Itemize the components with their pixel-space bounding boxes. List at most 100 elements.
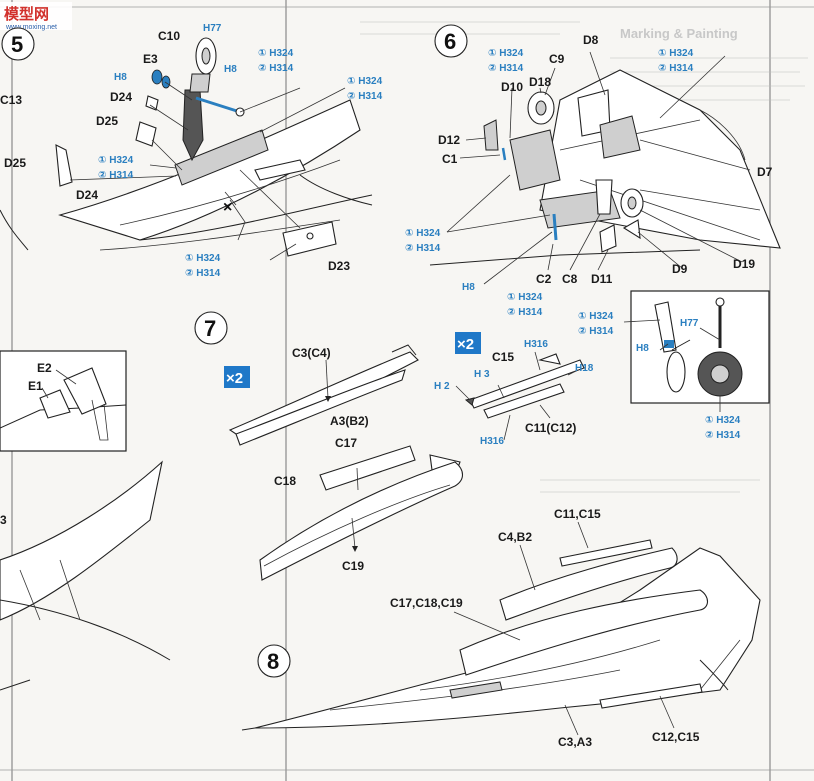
leader-line <box>547 243 554 271</box>
fuselage-edge <box>99 219 341 251</box>
leader-line <box>659 55 726 119</box>
leader-line <box>69 175 177 181</box>
leader-line <box>519 544 536 591</box>
part-d9b <box>622 219 641 240</box>
step-6-circle <box>434 24 468 58</box>
leader-line <box>503 414 511 441</box>
cockpit-inset: E2 E1 <box>0 350 127 452</box>
leader-line <box>567 369 579 376</box>
leader-line <box>455 385 471 401</box>
step-6-number: 6 <box>444 29 456 54</box>
door-d7 <box>599 115 641 159</box>
arrow-head <box>325 396 331 402</box>
store-missile-c12 <box>599 683 703 709</box>
panel-line <box>639 189 761 211</box>
part-e2 <box>63 367 107 415</box>
leader-line <box>239 87 301 113</box>
leader-line <box>497 384 505 399</box>
drag-link <box>195 96 241 114</box>
label-a3-b2: A3(B2) <box>330 414 369 428</box>
paint-1-h324-b: ① H324 <box>347 76 383 87</box>
paint6-2-h314-b: ② H314 <box>658 63 694 74</box>
label-d24: D24 <box>110 90 132 104</box>
label-d7: D7 <box>757 165 773 179</box>
leader-line <box>699 327 721 341</box>
wheel-hub <box>535 100 547 116</box>
label-c11-c15: C11,C15 <box>554 507 601 521</box>
label-c8: C8 <box>562 272 578 286</box>
paint7-h18: H18 <box>575 363 594 374</box>
paint6-1-h324-c: ① H324 <box>405 228 441 239</box>
strut-c2 <box>552 213 558 241</box>
leader-line <box>569 213 601 271</box>
paint6-1-h324: ① H324 <box>488 48 524 59</box>
step-5-number: 5 <box>11 32 23 57</box>
fuselage-fragment <box>0 599 171 661</box>
leader-line <box>577 521 589 549</box>
label-c3-a3: C3,A3 <box>558 735 592 749</box>
paint6-1-h324-d: ① H324 <box>507 292 543 303</box>
label-c3-c4: C3(C4) <box>292 346 331 360</box>
missile-tip <box>464 397 475 406</box>
gear-bay <box>174 129 269 186</box>
label-c13: C13 <box>0 93 22 107</box>
multiplier-text-b: ×2 <box>457 336 474 353</box>
leader-line <box>544 67 556 96</box>
wing-edge <box>299 174 373 206</box>
leader-line <box>539 404 551 419</box>
label-c19: C19 <box>342 559 364 573</box>
detail-frame <box>630 290 770 404</box>
leader-line <box>151 139 183 171</box>
missile-fin <box>538 353 561 365</box>
label-c11-c12: C11(C12) <box>525 421 576 435</box>
panel-line <box>419 639 661 691</box>
leader-line <box>446 214 551 233</box>
leader-line <box>637 231 683 269</box>
label-d11: D11 <box>591 272 613 286</box>
detail-paint-3: ① H324 <box>705 415 741 426</box>
label-c17: C17 <box>335 436 357 450</box>
paint7-h316: H316 <box>524 339 548 350</box>
label-c17-c18-c19: C17,C18,C19 <box>390 596 463 610</box>
watermark-url: www.moxing.net <box>5 24 57 31</box>
detail-wheel-side <box>666 351 686 393</box>
label-c9: C9 <box>549 52 565 66</box>
door-d12 <box>483 119 499 151</box>
multiplier-badge <box>224 366 250 388</box>
strut-c8 <box>595 179 613 215</box>
paint-1-h324-c: ① H324 <box>98 155 134 166</box>
gear-bay-6 <box>509 129 561 191</box>
leader-line <box>639 209 743 263</box>
label-e3: E3 <box>143 52 158 66</box>
step-6: 6 <box>405 24 781 318</box>
step-7: 7 ×2 ×2 C3(C4) A3(B2) C17 <box>194 311 594 581</box>
paint-1-h324-d: ① H324 <box>185 253 221 264</box>
leader-line <box>623 319 661 323</box>
leader-line <box>224 191 237 206</box>
cockpit-detail <box>91 399 109 441</box>
watermark-logo-text: 模型网 <box>4 5 49 23</box>
pylon-c17 <box>319 445 416 491</box>
part-e3-b <box>161 75 171 89</box>
label-d25-b: D25 <box>4 156 26 170</box>
panel-line <box>119 159 341 226</box>
step-5: 5 × <box>0 23 383 279</box>
label-e2: E2 <box>37 361 52 375</box>
tank-c18 <box>259 461 464 581</box>
tank-a3 <box>235 369 406 446</box>
missile-c15 <box>469 359 585 409</box>
launcher-c11 <box>483 383 565 419</box>
show-through-title: Marking & Painting <box>620 26 738 41</box>
paint7-h3: H 3 <box>474 369 490 380</box>
label-d25: D25 <box>96 114 118 128</box>
detail-paint-h77: H77 <box>680 318 699 329</box>
left-aircraft-fragment: 3 <box>0 460 171 691</box>
fuselage-edge <box>429 249 701 266</box>
wheel-hub <box>201 47 211 65</box>
leader-line <box>239 169 301 229</box>
cross-mark: × <box>223 199 232 216</box>
paint6-h8: H8 <box>462 282 475 293</box>
tank-seam <box>263 484 451 567</box>
leader-line <box>659 343 669 351</box>
